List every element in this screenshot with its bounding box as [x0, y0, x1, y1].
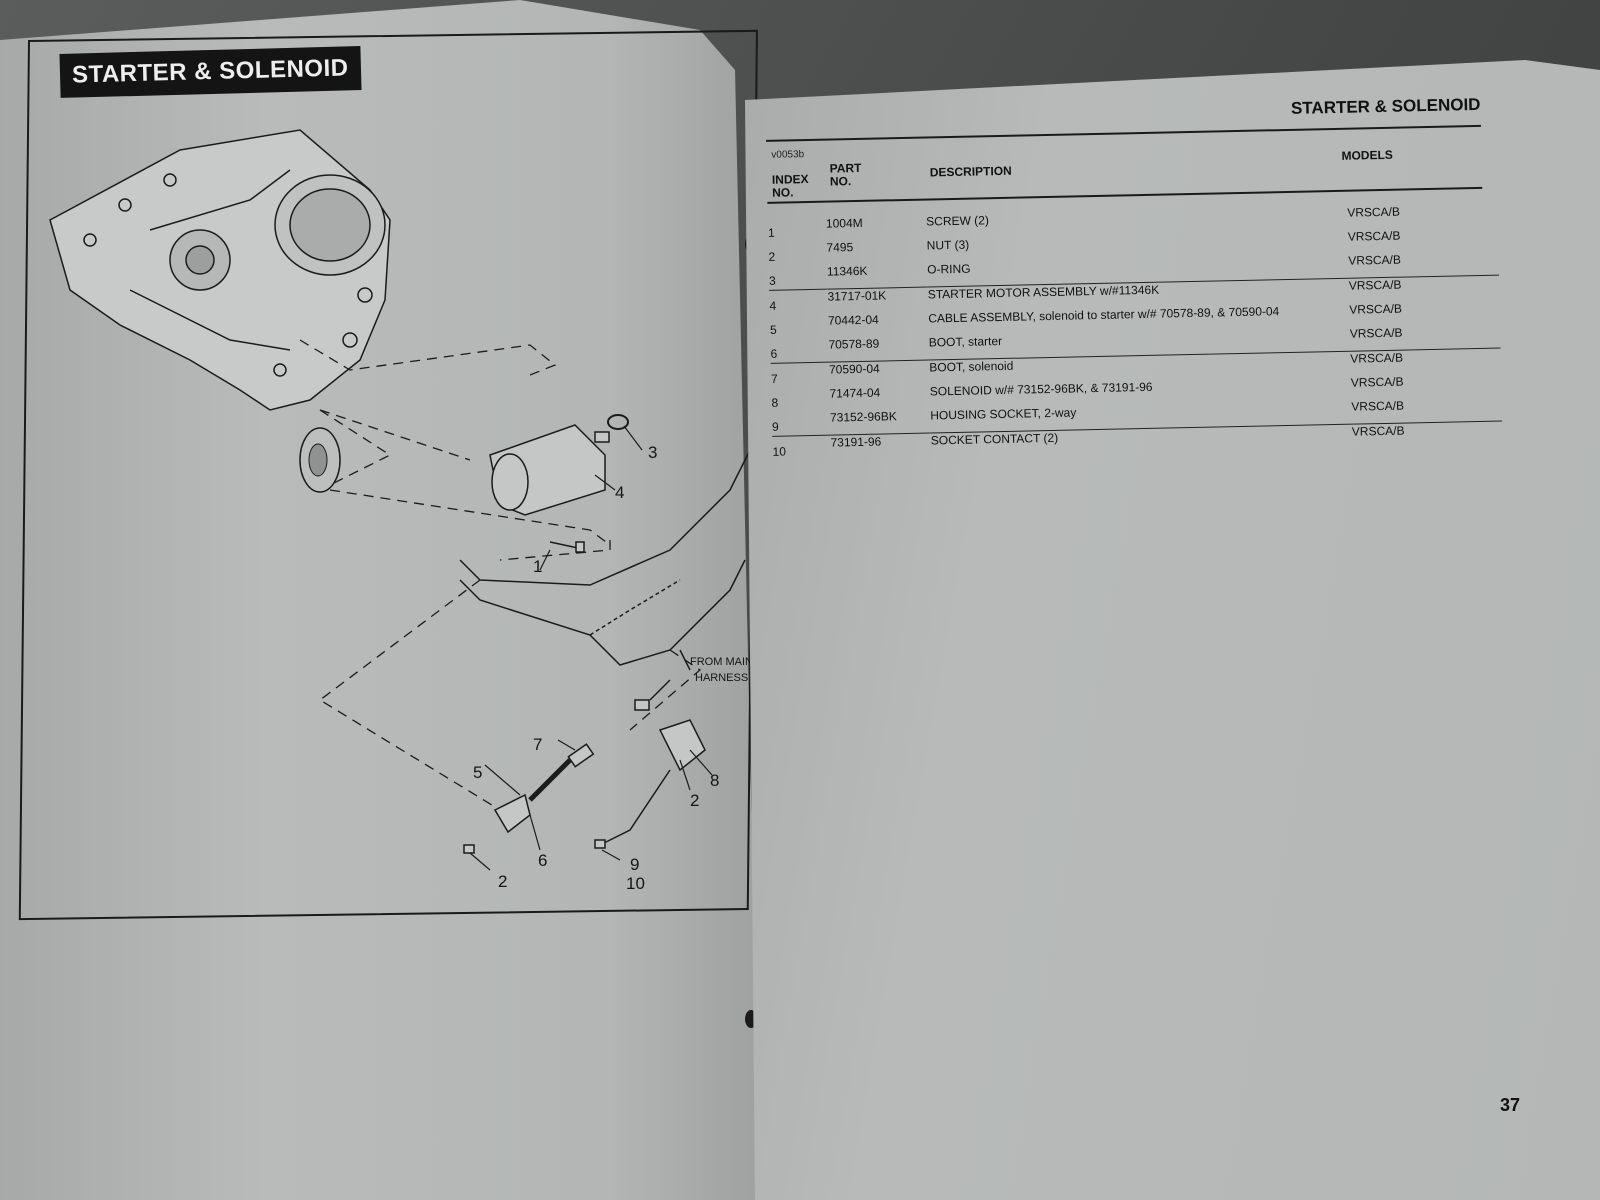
cell-models: VRSCA/B	[1350, 350, 1404, 366]
starter-motor-illustration	[489, 424, 610, 516]
cell-part: 71474-04	[829, 385, 881, 401]
cell-part: 7495	[826, 240, 854, 255]
cell-models: VRSCA/B	[1350, 374, 1404, 390]
callout-1: 1	[533, 557, 542, 576]
cell-models: VRSCA/B	[1347, 204, 1401, 220]
screw-illustration	[549, 541, 585, 553]
cell-part: 70590-04	[828, 361, 880, 377]
cell-part: 11346K	[826, 262, 928, 290]
cell-part: 70578-89	[828, 335, 930, 363]
cell-part: 1004M	[825, 215, 863, 231]
crankcase-illustration	[49, 129, 391, 411]
harness-label-line1: FROM MAIN	[690, 656, 753, 668]
cell-models: VRSCA/B	[1351, 423, 1405, 439]
callout-2-solenoid: 2	[690, 791, 699, 810]
cell-index: 1	[767, 225, 775, 240]
cell-models: VRSCA/B	[1351, 396, 1503, 425]
cell-models: VRSCA/B	[1349, 301, 1403, 317]
column-header-models: MODELS	[1341, 147, 1393, 163]
callout-5: 5	[473, 763, 482, 782]
cell-index: 3	[768, 264, 828, 291]
callout-9: 9	[630, 855, 639, 874]
cell-index: 7	[770, 371, 778, 386]
cell-index: 10	[772, 444, 787, 459]
callout-3: 3	[648, 443, 657, 462]
frame-tube-illustration	[459, 449, 751, 666]
cell-index: 8	[771, 395, 779, 410]
callout-7: 7	[533, 735, 542, 754]
cable-assembly-illustration	[463, 743, 595, 854]
exploded-diagram: 3 4 1 5 7 6 2 8 2 9 10 FROM MAIN HARNESS	[49, 129, 753, 893]
page-title: STARTER & SOLENOID	[59, 46, 362, 98]
callout-8: 8	[710, 771, 719, 790]
cell-part: 70442-04	[827, 312, 879, 328]
leader-lines	[299, 339, 702, 831]
cell-index: 5	[769, 322, 777, 337]
parts-list-section: STARTER & SOLENOID v0053b INDEX NO. PART…	[760, 74, 1539, 990]
cell-part: 73191-96	[830, 434, 882, 450]
callout-2-lower: 2	[498, 872, 507, 891]
starter-gear-illustration	[299, 427, 341, 493]
page-number: 37	[1500, 1095, 1521, 1115]
column-header-part: PART NO.	[829, 160, 862, 189]
cell-models: VRSCA/B	[1348, 250, 1500, 279]
cell-models: VRSCA/B	[1347, 228, 1401, 244]
callout-leaders	[469, 425, 713, 871]
cell-models: VRSCA/B	[1349, 323, 1501, 352]
o-ring-illustration	[607, 414, 629, 430]
column-header-index: INDEX NO.	[771, 172, 809, 200]
callout-4: 4	[615, 483, 624, 502]
cell-index: 9	[771, 410, 831, 437]
column-header-description: DESCRIPTION	[929, 163, 1012, 180]
callout-10: 10	[626, 874, 645, 893]
table-header-rule	[767, 186, 1483, 204]
harness-label-line2: HARNESS	[695, 672, 748, 684]
cell-part: 31717-01K	[827, 288, 887, 304]
cell-models: VRSCA/B	[1348, 277, 1402, 293]
callout-6: 6	[538, 851, 547, 870]
figure-code: v0053b	[771, 149, 805, 161]
right-page	[745, 60, 1600, 1200]
cell-part: 73152-96BK	[829, 408, 931, 436]
cell-index: 6	[770, 337, 829, 364]
page-header: STARTER & SOLENOID	[1290, 94, 1481, 118]
solenoid-illustration	[594, 649, 706, 849]
cell-index: 2	[768, 249, 776, 264]
cell-index: 4	[769, 298, 777, 313]
header-rule	[766, 124, 1481, 142]
